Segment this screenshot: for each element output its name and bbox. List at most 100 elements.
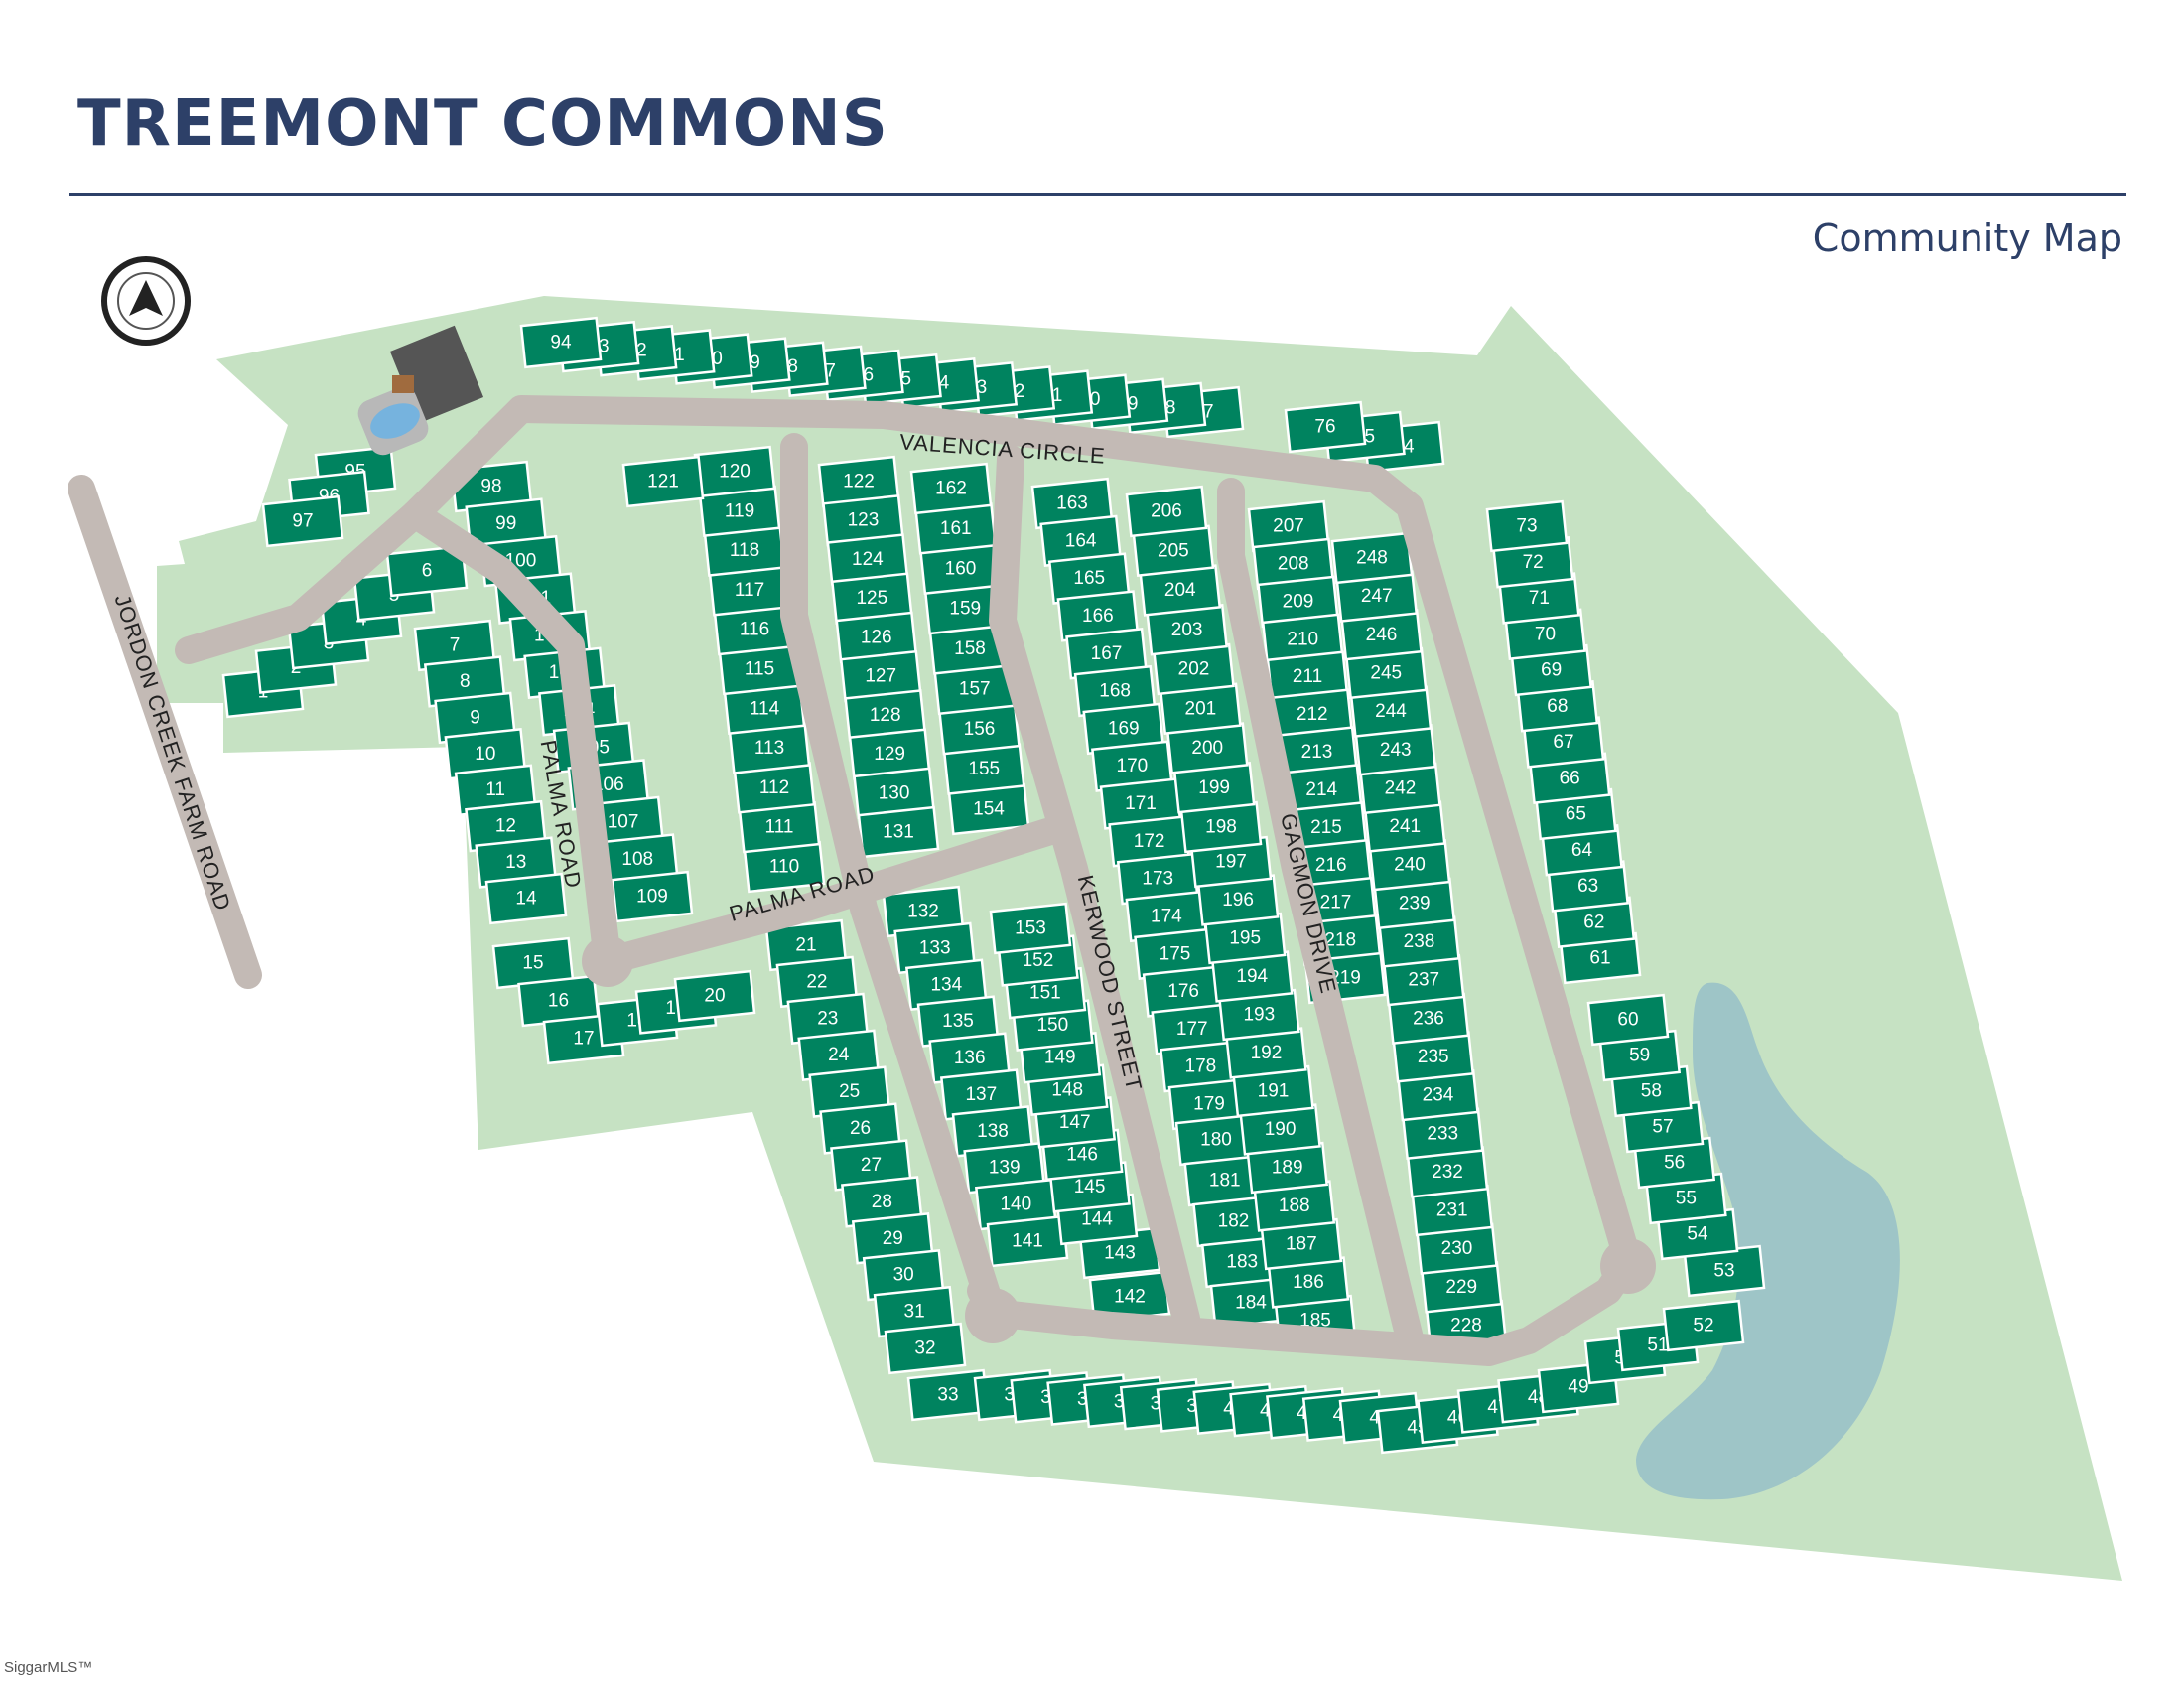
lot-206[interactable]: 206	[1125, 485, 1208, 538]
lot-241[interactable]: 241	[1363, 800, 1446, 853]
lot-112[interactable]: 112	[733, 762, 816, 814]
lot-168[interactable]: 168	[1073, 664, 1157, 718]
lot-132[interactable]: 132	[882, 885, 965, 938]
lot-54[interactable]: 54	[1656, 1207, 1739, 1261]
lot-126[interactable]: 126	[835, 611, 918, 664]
lot-242[interactable]: 242	[1359, 762, 1441, 815]
lot-parcel[interactable]	[621, 455, 705, 508]
lot-155[interactable]: 155	[942, 743, 1025, 795]
lot-235[interactable]: 235	[1392, 1031, 1475, 1083]
lot-237[interactable]: 237	[1382, 953, 1465, 1007]
lot-161[interactable]: 161	[914, 502, 998, 555]
lot-parcel[interactable]	[385, 544, 469, 598]
lot-128[interactable]: 128	[844, 689, 927, 742]
lot-193[interactable]: 193	[1217, 988, 1300, 1042]
lot-97[interactable]: 97	[261, 494, 344, 548]
lot-166[interactable]: 166	[1056, 590, 1140, 642]
lot-31[interactable]: 31	[873, 1285, 956, 1338]
lot-153[interactable]: 153	[989, 902, 1072, 955]
lot-12[interactable]: 12	[465, 799, 547, 853]
lot-parcel[interactable]	[1125, 485, 1208, 538]
lot-174[interactable]: 174	[1125, 890, 1208, 943]
lot-76[interactable]: 76	[1284, 400, 1367, 454]
lot-73[interactable]: 73	[1485, 499, 1569, 553]
lot-162[interactable]: 162	[909, 462, 993, 515]
lot-parcel[interactable]	[1586, 993, 1670, 1047]
lot-52[interactable]: 52	[1662, 1299, 1745, 1352]
lot-28[interactable]: 28	[841, 1176, 923, 1228]
lot-137[interactable]: 137	[939, 1068, 1023, 1121]
lot-141[interactable]: 141	[986, 1214, 1069, 1268]
lot-21[interactable]: 21	[764, 918, 848, 972]
lot-10[interactable]: 10	[444, 728, 527, 780]
lot-108[interactable]: 108	[596, 833, 679, 886]
lot-33[interactable]: 33	[906, 1368, 990, 1422]
lot-131[interactable]: 131	[857, 805, 940, 859]
lot-parcel[interactable]	[484, 872, 568, 925]
lot-188[interactable]: 188	[1253, 1180, 1336, 1232]
lot-parcel[interactable]	[857, 805, 940, 859]
lot-94[interactable]: 94	[519, 316, 603, 369]
lot-116[interactable]: 116	[713, 603, 796, 656]
lot-138[interactable]: 138	[951, 1105, 1034, 1158]
lot-parcel[interactable]	[1662, 1299, 1745, 1352]
lot-60[interactable]: 60	[1586, 993, 1670, 1047]
lot-139[interactable]: 139	[963, 1141, 1046, 1195]
lot-109[interactable]: 109	[611, 870, 694, 923]
lot-parcel[interactable]	[884, 1322, 967, 1375]
lot-244[interactable]: 244	[1349, 685, 1433, 738]
lot-parcel[interactable]	[989, 902, 1072, 955]
lot-119[interactable]: 119	[698, 485, 781, 538]
lot-205[interactable]: 205	[1132, 524, 1215, 577]
lot-9[interactable]: 9	[434, 691, 516, 745]
lot-124[interactable]: 124	[826, 533, 909, 586]
lot-6[interactable]: 6	[385, 544, 469, 598]
lot-121[interactable]: 121	[621, 455, 705, 508]
lot-178[interactable]: 178	[1160, 1040, 1242, 1093]
lot-136[interactable]: 136	[928, 1032, 1012, 1084]
lot-parcel[interactable]	[1485, 499, 1569, 553]
lot-20[interactable]: 20	[673, 969, 756, 1023]
lot-parcel[interactable]	[909, 462, 993, 515]
lot-199[interactable]: 199	[1172, 762, 1256, 814]
lot-16[interactable]: 16	[517, 974, 600, 1028]
lot-198[interactable]: 198	[1179, 800, 1263, 854]
lot-120[interactable]: 120	[693, 445, 776, 498]
lot-14[interactable]: 14	[484, 872, 568, 925]
lot-187[interactable]: 187	[1260, 1217, 1343, 1271]
lot-99[interactable]: 99	[465, 497, 548, 550]
lot-248[interactable]: 248	[1330, 531, 1414, 585]
lot-32[interactable]: 32	[884, 1322, 967, 1375]
lot-164[interactable]: 164	[1039, 514, 1122, 568]
lot-243[interactable]: 243	[1354, 724, 1437, 776]
lot-176[interactable]: 176	[1142, 965, 1225, 1018]
lot-210[interactable]: 210	[1261, 613, 1344, 665]
lot-208[interactable]: 208	[1252, 537, 1335, 591]
lot-parcel[interactable]	[611, 870, 694, 923]
lot-154[interactable]: 154	[947, 782, 1030, 836]
lot-175[interactable]: 175	[1134, 927, 1216, 980]
lot-204[interactable]: 204	[1139, 564, 1222, 617]
lot-172[interactable]: 172	[1108, 815, 1190, 868]
lot-parcel[interactable]	[261, 494, 344, 548]
lot-180[interactable]: 180	[1174, 1113, 1258, 1167]
lot-195[interactable]: 195	[1203, 912, 1287, 965]
lot-122[interactable]: 122	[817, 455, 900, 508]
lot-160[interactable]: 160	[919, 542, 1002, 595]
lot-163[interactable]: 163	[1030, 477, 1114, 530]
lot-167[interactable]: 167	[1065, 628, 1148, 680]
lot-11[interactable]: 11	[454, 764, 537, 816]
lot-202[interactable]: 202	[1153, 642, 1235, 696]
lot-201[interactable]: 201	[1160, 682, 1242, 735]
lot-parcel[interactable]	[1284, 400, 1367, 454]
lot-parcel[interactable]	[519, 316, 603, 369]
lot-24[interactable]: 24	[797, 1029, 881, 1081]
lot-25[interactable]: 25	[808, 1065, 890, 1118]
lot-245[interactable]: 245	[1344, 646, 1428, 700]
lot-118[interactable]: 118	[703, 524, 786, 577]
lot-247[interactable]: 247	[1335, 570, 1419, 623]
lot-parcel[interactable]	[673, 969, 756, 1023]
lot-133[interactable]: 133	[893, 921, 977, 975]
lot-156[interactable]: 156	[938, 703, 1021, 756]
lot-234[interactable]: 234	[1397, 1068, 1479, 1122]
